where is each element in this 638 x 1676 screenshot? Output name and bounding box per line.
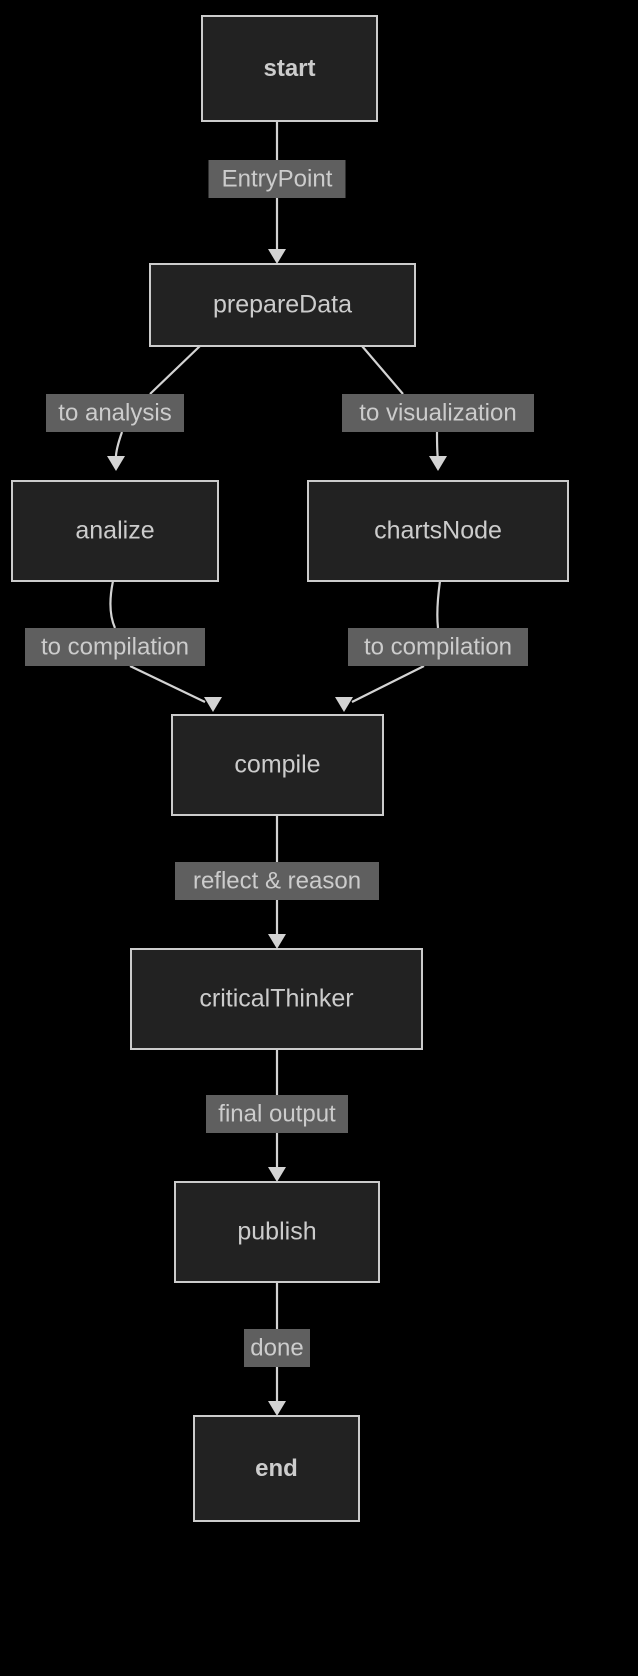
node-end[interactable]: end <box>193 1415 360 1522</box>
edge-start-prepareData <box>268 121 286 264</box>
edge-publish-end <box>268 1282 286 1416</box>
node-box[interactable] <box>11 480 219 582</box>
node-analize[interactable]: analize <box>11 480 219 582</box>
edge-label-prepareData-analize: to analysis <box>46 394 184 432</box>
edge-label-background <box>244 1329 310 1367</box>
edge-label-start-prepareData: EntryPoint <box>208 160 346 198</box>
edge-label-background <box>175 862 379 900</box>
edge-label-chartsNode-compile: to compilation <box>348 628 528 666</box>
edge-line <box>351 580 442 703</box>
node-label: chartsNode <box>374 517 502 545</box>
edge-label-background <box>25 628 205 666</box>
edge-label-text: done <box>250 1334 303 1361</box>
edge-label-text: to compilation <box>364 633 512 660</box>
node-criticalThinker[interactable]: criticalThinker <box>130 948 423 1050</box>
edge-label-text: EntryPoint <box>222 165 333 192</box>
edges-layer <box>107 121 447 1416</box>
nodes-layer: start prepareData analize chartsNode compile… <box>11 15 569 1522</box>
node-box[interactable] <box>171 714 384 816</box>
node-box[interactable] <box>201 15 378 122</box>
edge-label-publish-end: done <box>244 1329 310 1367</box>
edge-labels-layer: EntryPoint to analysis to visualization to … <box>25 160 534 1367</box>
edge-prepareData-analize <box>107 345 201 471</box>
arrowhead-icon <box>429 456 447 471</box>
edge-label-prepareData-chartsNode: to visualization <box>342 394 534 432</box>
arrowhead-icon <box>335 697 353 712</box>
edge-label-background <box>46 394 184 432</box>
edge-label-analize-compile: to compilation <box>25 628 205 666</box>
arrowhead-icon <box>204 697 222 712</box>
edge-label-background <box>348 628 528 666</box>
edge-label-background <box>206 1095 348 1133</box>
node-box[interactable] <box>307 480 569 582</box>
node-label: analize <box>75 517 154 545</box>
node-label: end <box>255 1455 298 1482</box>
node-chartsNode[interactable]: chartsNode <box>307 480 569 582</box>
node-label: start <box>263 55 315 82</box>
node-box[interactable] <box>130 948 423 1050</box>
edge-label-background <box>208 160 346 198</box>
arrowhead-icon <box>268 1167 286 1182</box>
edge-label-text: to visualization <box>359 399 516 426</box>
arrowhead-icon <box>268 249 286 264</box>
edge-label-text: final output <box>218 1100 336 1127</box>
node-label: prepareData <box>213 291 352 319</box>
node-compile[interactable]: compile <box>171 714 384 816</box>
edge-compile-criticalThinker <box>268 815 286 949</box>
node-box[interactable] <box>193 1415 360 1522</box>
node-label: compile <box>234 751 320 779</box>
edge-label-background <box>342 394 534 432</box>
node-publish[interactable]: publish <box>174 1181 380 1283</box>
arrowhead-icon <box>268 1401 286 1416</box>
edge-criticalThinker-publish <box>268 1049 286 1182</box>
arrowhead-icon <box>107 456 125 471</box>
edge-label-criticalThinker-publish: final output <box>206 1095 348 1133</box>
edge-label-text: to analysis <box>58 399 171 426</box>
edge-line <box>109 580 206 703</box>
node-box[interactable] <box>149 263 416 347</box>
node-label: criticalThinker <box>199 985 353 1013</box>
node-box[interactable] <box>174 1181 380 1283</box>
node-start[interactable]: start <box>201 15 378 122</box>
edge-label-text: reflect & reason <box>193 867 361 894</box>
node-prepareData[interactable]: prepareData <box>149 263 416 347</box>
edge-label-compile-criticalThinker: reflect & reason <box>175 862 379 900</box>
edge-prepareData-chartsNode <box>361 345 447 471</box>
arrowhead-icon <box>268 934 286 949</box>
edge-label-text: to compilation <box>41 633 189 660</box>
edge-chartsNode-compile <box>335 580 442 712</box>
node-label: publish <box>237 1218 316 1246</box>
edge-analize-compile <box>109 580 222 712</box>
